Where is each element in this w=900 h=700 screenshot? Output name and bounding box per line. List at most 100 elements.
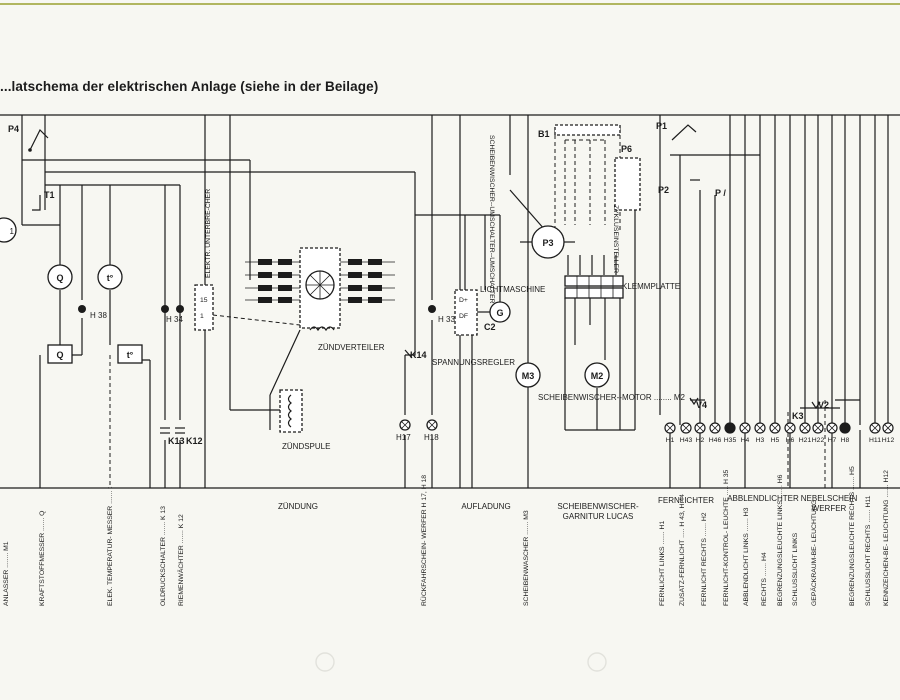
section-label-abblendlichter: ABBLENDLICHTER [727,494,799,503]
reverse-lamp-h17: H17 [396,419,411,442]
reverse-light-wiring [404,115,500,488]
label-pslash: P / [715,188,726,198]
legend-entry: BEGRENZUNGSLEUCHTE RECHTS ....... H5 [849,466,856,606]
svg-text:D+: D+ [459,297,468,304]
legend-entry: OLDRUCKSCHALTER ....... K 13 [160,506,167,606]
temperature-sender: t° [117,344,143,364]
lamp-label: H11 [869,437,881,444]
temperature-gauge: t° [97,264,123,290]
label-c2: C2 [484,322,496,332]
lamp-h5: H5 [769,422,781,444]
svg-text:t°: t° [107,273,114,283]
label-k14: K14 [410,350,427,360]
voltage-regulator: D+ DF [454,289,478,336]
lamp-h2: H2 [694,422,706,444]
svg-text:M3: M3 [522,371,535,381]
svg-text:H17: H17 [396,433,411,442]
label-lichtmaschine: LICHTMASCHINE [480,285,545,294]
diode-v2 [811,401,821,410]
section-label-aufladung: AUFLADUNG [461,502,510,511]
svg-text:t°: t° [127,350,134,360]
svg-text:H18: H18 [424,433,439,442]
lamp-h11: H11 [869,422,881,444]
label-zykluseinsteller: ZYKLUSEINSTELLER [612,205,619,273]
lamp-h6: H6 [784,422,796,444]
svg-text:G: G [496,308,503,318]
lamp-h7: H7 [826,422,838,444]
label-p1: P1 [656,121,667,131]
label-b1: B1 [538,129,550,139]
label-v4: V4 [696,400,707,410]
label-wiper-motor: SCHEIBENWISCHER--MOTOR ........ M2 [538,393,686,402]
legend-entry: FERNLICHT-KONTROL- LEUCHTE ..... H 35 [723,469,730,606]
svg-text:DF: DF [459,313,468,320]
svg-text:H 38: H 38 [90,311,107,320]
lamp-label: H8 [841,437,850,444]
legend-entry: SCHLUSSLICHT RECHTS ....... H11 [865,495,872,606]
label-k12: K12 [186,436,203,446]
legend-entry: RÜCKFAHRSCHEIN- WERFER H 17, H 18 [420,475,428,606]
lamp-label: H2 [696,437,705,444]
lamp-label: H1 [666,437,675,444]
lamp-h4: H4 [739,422,751,444]
lamp-label: H12 [882,437,895,444]
oil-pressure-switch-k13 [160,427,185,434]
section-label-fernlichter: FERNLICHTER [658,496,714,505]
legend-entry: FERNLICHT LINKS ....... H1 [659,521,666,606]
lamp-h3: H3 [754,422,766,444]
reverse-lamp-h18: H18 [424,419,439,442]
legend-entry: KRAFTSTOFFMESSER ....... Q [39,511,46,606]
label-zuendverteiler: ZÜNDVERTEILER [318,343,385,352]
diode-v4 [689,397,699,406]
legend-entry: ANLASSER ........ M1 [3,541,10,606]
svg-text:P6: P6 [621,144,632,154]
legend-entry: RECHTS ....... H4 [761,552,768,606]
wiper-motor-m2: M2 [584,362,610,388]
fuel-gauge-q: Q [47,264,73,290]
svg-text:1: 1 [200,313,204,320]
lamp-h33: H 33 [428,305,455,324]
legend-entry: KENNZEICHEN-BE- LEUCHTUNG ....... H12 [883,470,890,606]
lamp-label: H5 [771,437,780,444]
lamp-label: H22 [812,437,825,444]
svg-text:Q: Q [56,273,63,283]
left-feed-wiring [0,115,415,488]
legend-entry: SCHLUSSLICHT LINKS [792,532,799,606]
lamp-label: H43 [680,437,693,444]
lamp-h12: H12 [882,422,895,444]
legend-entry: FERNLICHT RECHTS ....... H2 [701,512,708,606]
lamp-label: H4 [741,437,750,444]
svg-text:Q: Q [56,350,63,360]
label-v2: V2 [818,400,829,410]
lamp-label: H6 [786,437,795,444]
component-legend: ANLASSER ........ M1 KRAFTSTOFFMESSER ...… [3,466,890,606]
lamp-h43: H43 [680,422,693,444]
section-label-zuendung: ZÜNDUNG [278,502,318,511]
lamp-h22: H22 [812,422,825,444]
lamp-label: H46 [709,437,722,444]
terminal-block [564,275,624,299]
ignition-coil [269,389,303,433]
switch-p4 [28,128,49,152]
svg-text:M2: M2 [591,371,604,381]
lamp-h8: H8 [839,422,851,444]
legend-entry: RIEMENWÄCHTER ....... K 12 [177,514,185,606]
lamp-h38: H 38 [78,305,107,320]
lamp-label: H3 [756,437,765,444]
wiper-relay-b1 [554,124,621,136]
fuel-sender-q: Q [47,344,73,364]
label-k3: K3 [792,411,804,421]
electronic-interrupter: 15 1 [194,284,214,331]
lamp-h35: H35 [724,422,736,444]
label-p2: P2 [658,185,669,195]
lamp-label: H7 [828,437,837,444]
lamp-h21: H21 [799,422,811,444]
starter-motor-m1: 1 [0,217,17,243]
wiper-switch-p3: P3 [520,225,575,259]
legend-entry: BEGRENZUNGSLEUCHTE LINKS ....... H6 [777,474,784,606]
section-label-wischer: SCHEIBENWISCHER-GARNITUR LUCAS [557,502,639,521]
lamp-h1: H1 [664,422,676,444]
svg-text:H 34: H 34 [166,315,183,324]
